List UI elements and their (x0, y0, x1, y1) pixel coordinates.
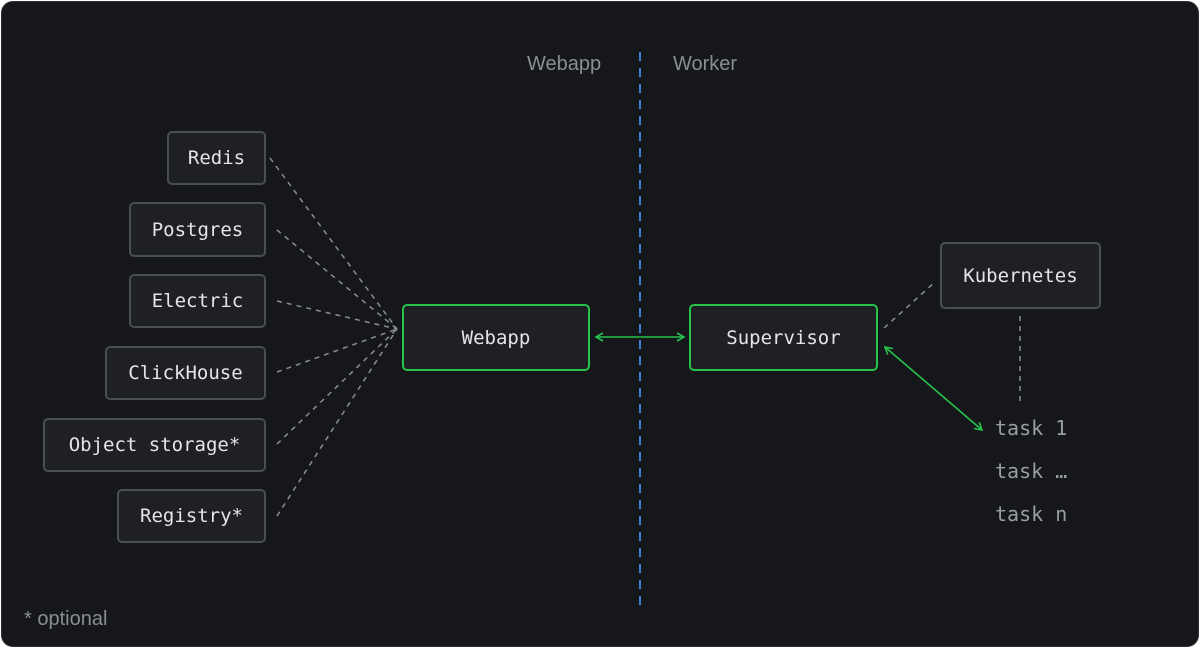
arrow-supervisor-tasks (883, 345, 984, 432)
service-box-object-storage: Object storage* (43, 418, 266, 472)
task-label-first: task 1 (995, 416, 1068, 440)
connector-postgres (276, 229, 398, 330)
supervisor-box: Supervisor (689, 304, 878, 371)
zone-label-worker: Worker (673, 53, 738, 75)
zone-label-webapp: Webapp (527, 53, 602, 75)
footnote-optional: * optional (24, 608, 108, 630)
connector-clickhouse (276, 328, 398, 373)
connector-object-storage (276, 328, 398, 445)
connector-electric (276, 300, 398, 330)
task-label-middle: task … (995, 459, 1068, 483)
connector-registry (276, 328, 398, 517)
connector-supervisor-kubernetes (883, 281, 936, 329)
service-box-postgres: Postgres (129, 202, 266, 257)
task-label-last: task n (995, 502, 1068, 526)
service-box-redis: Redis (167, 131, 266, 185)
kubernetes-box: Kubernetes (940, 242, 1101, 309)
service-box-clickhouse: ClickHouse (105, 346, 266, 400)
service-box-registry: Registry* (117, 489, 266, 543)
webapp-box: Webapp (402, 304, 590, 371)
service-box-electric: Electric (129, 274, 266, 328)
